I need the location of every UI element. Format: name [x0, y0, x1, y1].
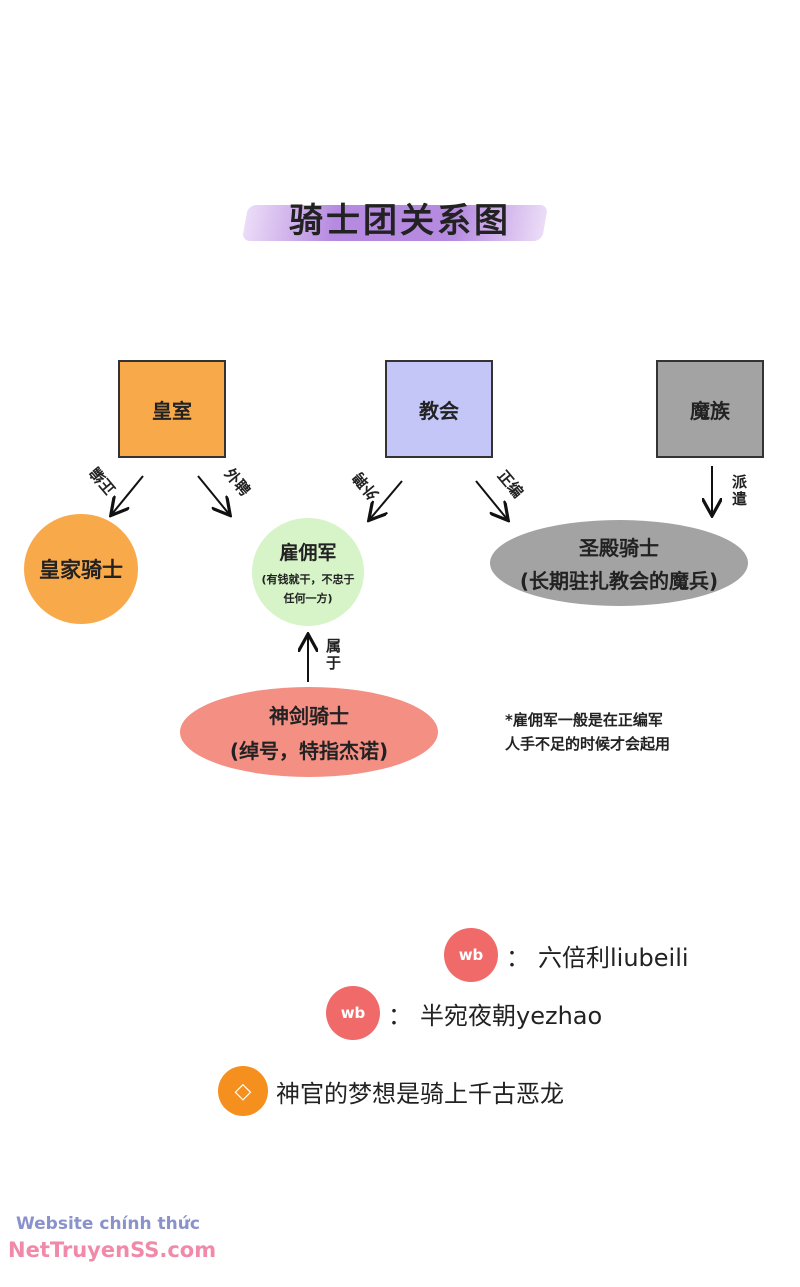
royal-knights-label: 皇家骑士	[39, 558, 123, 582]
node-temple-knights: 圣殿骑士 (长期驻扎教会的魔兵)	[490, 520, 748, 606]
credit-3: ◇ 神官的梦想是骑上千古恶龙	[218, 1066, 564, 1116]
arrow-church-temple	[475, 480, 507, 519]
node-sword-knights: 神剑骑士 (绰号，特指杰诺)	[180, 687, 438, 777]
footnote-line-2: 人手不足的时候才会起用	[505, 735, 671, 753]
credit-1: wb ： 六倍利liubeili	[444, 928, 689, 982]
arrow-royal-mercenary	[197, 475, 229, 514]
weibo-icon: wb	[326, 986, 380, 1040]
arrow-royal-royal-knights	[112, 475, 144, 514]
weibo-icon: wb	[444, 928, 498, 982]
temple-knights-label: 圣殿骑士	[579, 536, 659, 560]
sword-knights-desc: (绰号，特指杰诺)	[229, 739, 389, 763]
watermark-line-1: Website chính thức	[16, 1214, 200, 1234]
arrows	[0, 466, 800, 682]
node-royal: 皇室	[118, 360, 226, 458]
credit-2: wb ： 半宛夜朝yezhao	[326, 986, 602, 1040]
node-mercenary: 雇佣军 (有钱就干，不忠于 任何一方)	[252, 518, 364, 626]
diagram-title: 骑士团关系图	[289, 201, 511, 241]
sword-knights-label: 神剑骑士	[269, 704, 349, 728]
node-demon: 魔族	[656, 360, 764, 458]
mercenary-desc-1: (有钱就干，不忠于	[261, 573, 355, 586]
credit-text: 神官的梦想是骑上千古恶龙	[276, 1079, 564, 1108]
credit-text: 六倍利liubeili	[538, 943, 689, 972]
credit-text: 半宛夜朝yezhao	[420, 1001, 603, 1030]
temple-knights-desc: (长期驻扎教会的魔兵)	[519, 569, 719, 593]
credit-sep: ：	[506, 943, 530, 972]
arrow-church-mercenary	[370, 480, 403, 519]
credit-sep: ：	[388, 1001, 412, 1030]
node-royal-knights: 皇家骑士	[24, 514, 138, 624]
mercenary-desc-2: 任何一方)	[283, 592, 333, 605]
footnote-line-1: *雇佣军一般是在正编军	[505, 711, 663, 729]
mercenary-label: 雇佣军	[279, 542, 337, 564]
watermark-line-2: NetTruyenSS.com	[8, 1238, 217, 1262]
edge-label-dispatch: 派遣	[732, 473, 748, 508]
node-church: 教会	[385, 360, 493, 458]
diamond-icon: ◇	[218, 1066, 268, 1116]
footnote: *雇佣军一般是在正编军 人手不足的时候才会起用	[505, 708, 670, 756]
edge-label-belongs: 属于	[326, 637, 342, 672]
